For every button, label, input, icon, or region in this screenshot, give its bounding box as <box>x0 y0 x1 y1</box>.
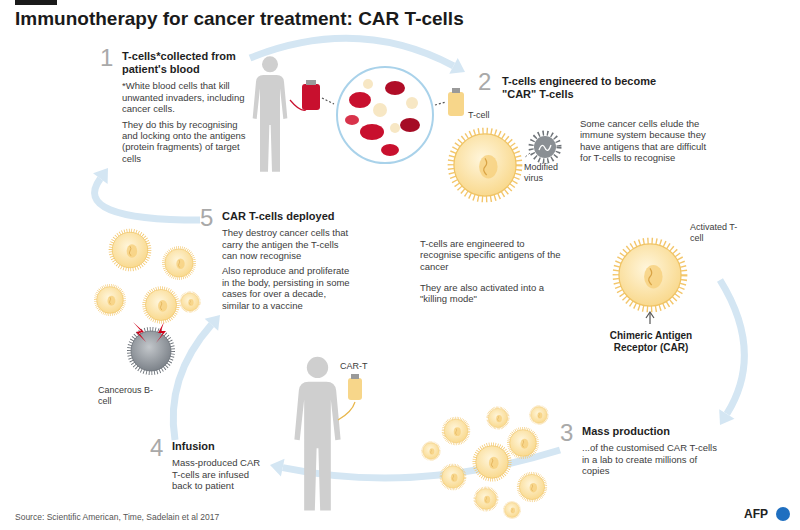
step-text: Some cancer cells elude the immune syste… <box>580 118 715 164</box>
arrow-head <box>270 459 285 477</box>
cycle-arrow <box>173 315 220 440</box>
step-box: 5CAR T-cells deployedThey destroy cancer… <box>200 210 350 315</box>
arrow-head <box>205 315 220 331</box>
arrow-line <box>173 325 211 440</box>
step-text: ...of the customised CAR T-cells in a la… <box>582 442 720 476</box>
part-label: Modified virus <box>524 162 574 184</box>
step-heading: T-cells*collected from patient's blood <box>122 50 250 76</box>
arrow-line <box>95 179 200 220</box>
step-box: 4InfusionMass-produced CAR T-cells are i… <box>150 440 270 495</box>
logo-text: AFP <box>744 507 780 521</box>
step-text: They do this by recognising and locking … <box>122 119 250 165</box>
step-number: 5 <box>200 206 213 230</box>
step-heading: Mass production <box>582 425 720 438</box>
step-number: 4 <box>150 436 163 460</box>
step-heading: CAR T-cells deployed <box>222 210 350 223</box>
part-label: Activated T-cell <box>690 222 740 244</box>
part-label: CAR-T <box>340 361 380 372</box>
part-label: T-cell <box>468 110 508 121</box>
step-number: 1 <box>100 46 113 70</box>
cycle-arrow <box>250 38 465 74</box>
step-heading: T-cells engineered to become "CAR" T-cel… <box>502 75 662 101</box>
arrow-line <box>250 38 454 66</box>
title: Immunotherapy for cancer treatment: CAR … <box>15 8 464 30</box>
cycle-arrow <box>719 280 744 425</box>
step-text: They destroy cancer cells that carry the… <box>222 227 350 261</box>
step-box: 2T-cells engineered to become "CAR" T-ce… <box>420 72 720 305</box>
step-text: Also reproduce and proliferate in the bo… <box>222 265 350 311</box>
step-box: 3Mass production...of the customised CAR… <box>560 425 720 480</box>
step-text: *White blood cells that kill unwanted in… <box>122 80 250 114</box>
part-label: Cancerous B-cell <box>98 385 164 407</box>
step-heading: Infusion <box>172 440 270 453</box>
arrow-head <box>93 168 108 184</box>
step-number: 3 <box>560 421 573 445</box>
arrow-line <box>720 280 744 414</box>
step-text: They are also activated into a "killing … <box>420 282 568 305</box>
source-note: Source: Scientific American, Time, Sadel… <box>15 512 435 522</box>
step-box: 1T-cells*collected from patient's blood*… <box>100 50 250 168</box>
step-text: T-cells are engineered to recognise spec… <box>420 238 568 272</box>
arrow-head <box>449 58 465 74</box>
step-text: Mass-produced CAR T-cells are infused ba… <box>172 457 270 491</box>
part-label: Chimeric Antigen Receptor (CAR) <box>605 330 697 354</box>
arrow-head <box>719 409 734 425</box>
cycle-arrow <box>93 168 200 220</box>
